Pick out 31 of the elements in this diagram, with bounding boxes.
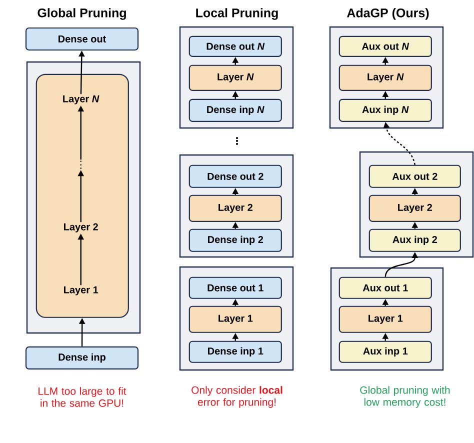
layer-label: Layer 2 bbox=[64, 223, 98, 232]
note-text: LLM too large to fit in the same GPU! bbox=[38, 387, 126, 407]
aux-box: Aux inp 1 bbox=[338, 340, 432, 363]
column-title: Local Pruning bbox=[196, 8, 278, 20]
ellipsis: ⋮ bbox=[236, 137, 238, 145]
io-box: Dense out bbox=[25, 27, 139, 51]
io-box: Dense inp bbox=[25, 346, 139, 370]
layer-box: Layer 1 bbox=[338, 306, 432, 333]
io-box: Dense out 1 bbox=[188, 276, 282, 299]
io-box: Dense inp 2 bbox=[188, 228, 282, 252]
aux-box: Aux out N bbox=[338, 36, 432, 57]
aux-box: Aux out 1 bbox=[338, 276, 432, 299]
column-title: AdaGP (Ours) bbox=[347, 8, 429, 20]
layer-label: Layer 1 bbox=[64, 286, 98, 296]
io-box: Dense inp 1 bbox=[188, 340, 282, 363]
aux-box: Aux inp 2 bbox=[368, 228, 461, 252]
layer-box: Layer N bbox=[338, 64, 432, 91]
ellipsis: ⋮ bbox=[80, 160, 82, 169]
aux-box: Aux inp N bbox=[338, 98, 432, 122]
layer-stack-box bbox=[36, 74, 129, 318]
note-text: Only consider local error for pruning! bbox=[192, 386, 282, 408]
io-box: Dense out 2 bbox=[188, 164, 282, 188]
layer-box: Layer N bbox=[188, 64, 282, 91]
io-box: Dense out N bbox=[188, 36, 282, 57]
layer-box: Layer 1 bbox=[188, 306, 282, 333]
layer-box: Layer 2 bbox=[368, 194, 461, 222]
aux-box: Aux out 2 bbox=[368, 164, 461, 188]
layer-label: Layer N bbox=[63, 95, 100, 104]
note-text: Global pruning with low memory cost! bbox=[360, 386, 450, 408]
layer-box: Layer 2 bbox=[188, 194, 282, 222]
io-box: Dense inp N bbox=[188, 98, 282, 122]
